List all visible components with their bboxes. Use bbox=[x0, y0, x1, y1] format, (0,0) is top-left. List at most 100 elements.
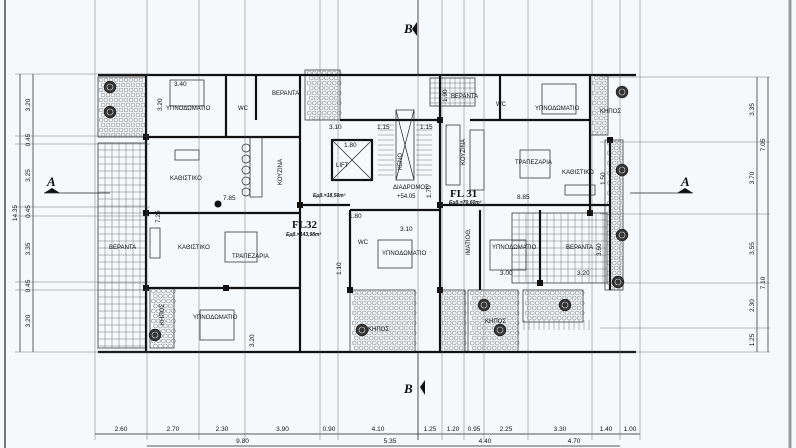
pebble bbox=[394, 345, 399, 351]
pebble bbox=[314, 85, 319, 91]
svg-text:B: B bbox=[403, 21, 413, 36]
pebble bbox=[599, 105, 604, 111]
pebble bbox=[161, 308, 166, 314]
dining-table bbox=[519, 149, 551, 179]
pebble bbox=[472, 305, 477, 311]
pebble bbox=[382, 300, 387, 306]
pebble bbox=[550, 300, 555, 306]
pebble bbox=[409, 335, 414, 341]
pebble bbox=[156, 318, 161, 324]
pebble bbox=[515, 320, 520, 326]
pebble bbox=[120, 92, 126, 98]
pebble bbox=[337, 80, 342, 86]
pebble bbox=[454, 335, 459, 341]
pebble bbox=[369, 335, 374, 341]
pebble bbox=[612, 240, 617, 246]
bottom-dim-label: 3.90 bbox=[276, 426, 289, 433]
pebble bbox=[462, 320, 467, 326]
pebble bbox=[394, 315, 399, 321]
pebble bbox=[477, 295, 482, 301]
pebble bbox=[334, 95, 339, 101]
pebble bbox=[557, 315, 562, 321]
pebble bbox=[163, 303, 168, 309]
pebble bbox=[133, 117, 139, 123]
left-dim-label: 3.20 bbox=[25, 98, 32, 111]
room-garden: ΚΗΠΟΣ bbox=[160, 304, 166, 325]
pebble bbox=[614, 175, 619, 181]
pebble bbox=[397, 290, 402, 296]
pebble bbox=[128, 117, 134, 123]
pebble bbox=[377, 340, 382, 346]
pebble bbox=[138, 77, 144, 83]
pebble bbox=[312, 90, 317, 96]
pebble bbox=[337, 90, 342, 96]
pebble bbox=[389, 305, 394, 311]
pebble bbox=[322, 80, 327, 86]
pebble bbox=[462, 290, 467, 296]
tree-icon-detail bbox=[496, 326, 504, 334]
room-garden: ΚΗΠΟΣ bbox=[485, 319, 506, 325]
garden-outline bbox=[522, 289, 584, 323]
pebble bbox=[495, 290, 500, 296]
pebble bbox=[599, 115, 604, 121]
veranda-tiles bbox=[97, 77, 608, 349]
pebble bbox=[394, 305, 399, 311]
bottom-total-label: 9.80 bbox=[236, 438, 249, 445]
sofa bbox=[564, 184, 596, 196]
room-wc: WC bbox=[496, 102, 507, 108]
bottom-dim-label: 1.40 bbox=[600, 426, 613, 433]
pebble bbox=[542, 295, 547, 301]
pebble bbox=[163, 343, 168, 349]
pebble bbox=[492, 335, 497, 341]
pebble bbox=[110, 122, 116, 128]
room-garden: ΚΗΠΟΣ bbox=[368, 327, 389, 333]
pebble bbox=[447, 330, 452, 336]
pebble bbox=[156, 288, 161, 294]
pebble bbox=[332, 100, 337, 106]
pebble bbox=[599, 95, 604, 101]
pebble bbox=[577, 295, 582, 301]
pebble bbox=[130, 92, 136, 98]
dim-label: 3.60 bbox=[596, 243, 603, 256]
pebble bbox=[404, 335, 409, 341]
pebble bbox=[334, 75, 339, 81]
pebble bbox=[407, 330, 412, 336]
unit-fl31: FL 31 bbox=[450, 188, 477, 200]
unit-labels: FL 31 Εμβ.=70,60m² FL32 Εμβ.=143,98m² Εμ… bbox=[286, 188, 482, 238]
pebble bbox=[372, 320, 377, 326]
pebble bbox=[527, 305, 532, 311]
pebble bbox=[502, 335, 507, 341]
pebble bbox=[392, 290, 397, 296]
pebble bbox=[442, 310, 447, 316]
pebble bbox=[617, 270, 622, 276]
pebble bbox=[115, 102, 121, 108]
pebble bbox=[166, 318, 171, 324]
pebble bbox=[133, 127, 139, 133]
pebble bbox=[490, 290, 495, 296]
pebble bbox=[389, 315, 394, 321]
pebble bbox=[614, 255, 619, 261]
pebble bbox=[470, 310, 475, 316]
pebble bbox=[404, 325, 409, 331]
pebble bbox=[457, 300, 462, 306]
pebble bbox=[329, 105, 334, 111]
pebble bbox=[597, 120, 602, 126]
column bbox=[607, 137, 613, 143]
column bbox=[297, 202, 303, 208]
pebble bbox=[485, 330, 490, 336]
pebble bbox=[374, 315, 379, 321]
pebble bbox=[502, 305, 507, 311]
frame-and-grid-lines bbox=[4, 0, 792, 448]
section-marker-a-left: A bbox=[44, 174, 110, 194]
pebble bbox=[472, 335, 477, 341]
pebble bbox=[555, 290, 560, 296]
pebble bbox=[374, 305, 379, 311]
tree-icon-detail bbox=[106, 83, 114, 91]
pebble bbox=[384, 345, 389, 351]
pebble bbox=[452, 320, 457, 326]
pebble bbox=[612, 210, 617, 216]
pebble bbox=[604, 85, 609, 91]
pebble bbox=[477, 335, 482, 341]
pebble bbox=[515, 290, 520, 296]
